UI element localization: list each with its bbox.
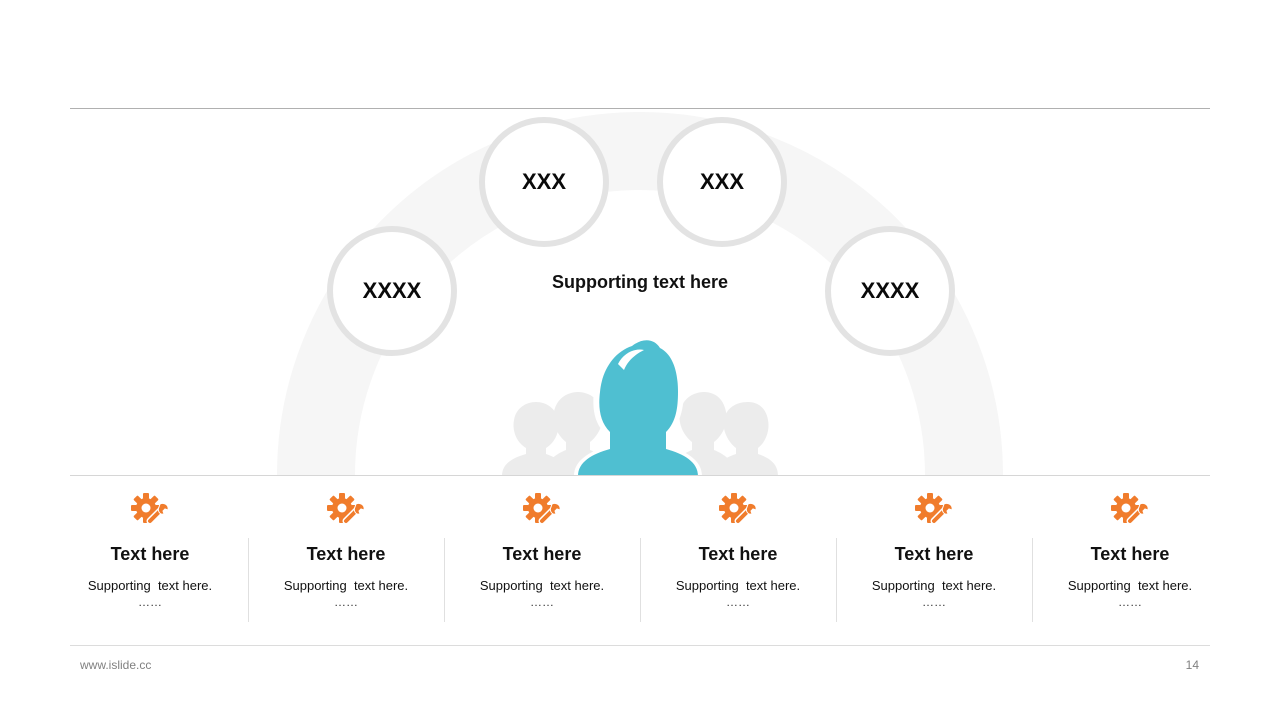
circle-item-1: XXXX (327, 226, 457, 356)
feature-title: Text here (698, 544, 778, 564)
circle-label-3: XXX (699, 169, 745, 194)
feature-supporting-text: Supporting text here. (1067, 578, 1193, 593)
feature-title: Text here (110, 544, 190, 564)
feature-ellipsis: …… (922, 595, 946, 609)
feature-supporting-text: Supporting text here. (283, 578, 409, 593)
people-group-icon (502, 336, 778, 476)
column-divider (640, 538, 641, 622)
gear-wrench-icon (130, 490, 170, 530)
column-divider (836, 538, 837, 622)
feature-column-6: Text here Supporting text here. …… (1032, 490, 1228, 625)
feature-ellipsis: …… (1118, 595, 1142, 609)
feature-column-3: Text here Supporting text here. …… (444, 490, 640, 625)
circle-label-4: XXXX (860, 278, 920, 303)
feature-title: Text here (502, 544, 582, 564)
feature-column-2: Text here Supporting text here. …… (248, 490, 444, 625)
column-divider (444, 538, 445, 622)
feature-ellipsis: …… (138, 595, 162, 609)
footer-url: www.islide.cc (80, 658, 152, 672)
top-divider (70, 108, 1210, 109)
feature-title: Text here (306, 544, 386, 564)
page-number: 14 (1185, 658, 1199, 672)
feature-column-1: Text here Supporting text here. …… (52, 490, 248, 625)
feature-column-5: Text here Supporting text here. …… (836, 490, 1032, 625)
column-divider (1032, 538, 1033, 622)
gear-wrench-icon (326, 490, 366, 530)
feature-columns: Text here Supporting text here. …… Text … (52, 490, 1228, 625)
circle-label-1: XXXX (362, 278, 422, 303)
feature-ellipsis: …… (530, 595, 554, 609)
bottom-divider (70, 645, 1210, 646)
middle-divider (70, 475, 1210, 476)
center-supporting-text: Supporting text here (551, 272, 728, 292)
feature-supporting-text: Supporting text here. (479, 578, 605, 593)
feature-ellipsis: …… (726, 595, 750, 609)
column-divider (248, 538, 249, 622)
feature-supporting-text: Supporting text here. (87, 578, 213, 593)
circle-item-2: XXX (479, 117, 609, 247)
circle-item-3: XXX (657, 117, 787, 247)
circle-label-2: XXX (521, 169, 567, 194)
feature-title: Text here (1090, 544, 1170, 564)
gear-wrench-icon (1110, 490, 1150, 530)
feature-title: Text here (894, 544, 974, 564)
feature-column-4: Text here Supporting text here. …… (640, 490, 836, 625)
circle-item-4: XXXX (825, 226, 955, 356)
gear-wrench-icon (914, 490, 954, 530)
gear-wrench-icon (718, 490, 758, 530)
feature-supporting-text: Supporting text here. (675, 578, 801, 593)
feature-ellipsis: …… (334, 595, 358, 609)
feature-supporting-text: Supporting text here. (871, 578, 997, 593)
gear-wrench-icon (522, 490, 562, 530)
